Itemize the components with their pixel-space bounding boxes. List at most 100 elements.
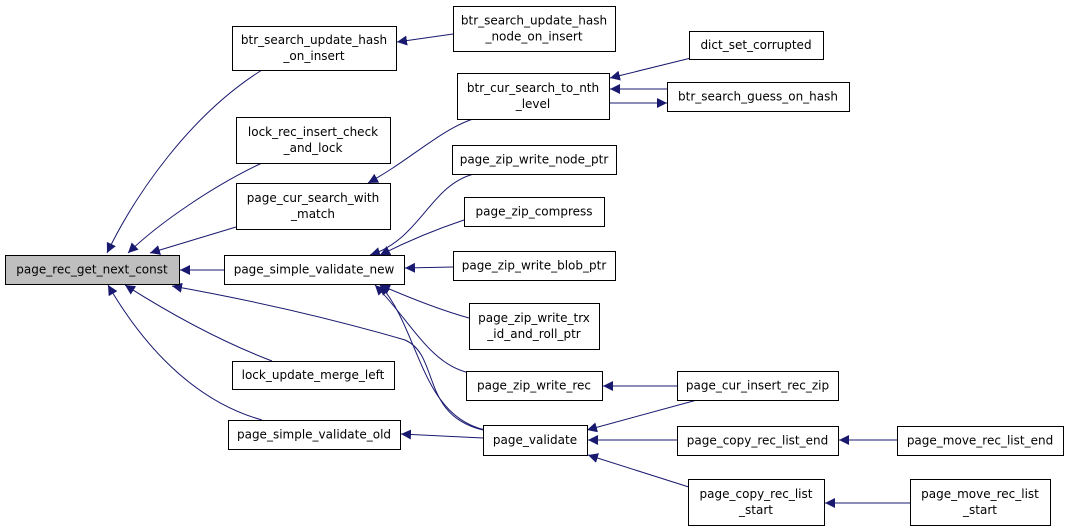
edge-line xyxy=(171,282,484,431)
node-label: btr_cur_search_to_nth xyxy=(467,81,599,95)
node-label: page_validate xyxy=(493,433,577,447)
node-box xyxy=(677,371,839,401)
node-label: page_copy_rec_list_end xyxy=(687,434,829,448)
node-label: _start xyxy=(962,503,997,517)
node-page-move-rec-list-end[interactable]: page_move_rec_list_end xyxy=(897,426,1064,456)
node-page-cur-insert-rec-zip[interactable]: page_cur_insert_rec_zip xyxy=(677,371,839,401)
edge-line xyxy=(149,226,237,255)
node-btr-search-guess-on-hash[interactable]: btr_search_guess_on_hash xyxy=(667,82,850,112)
node-label: page_move_rec_list_end xyxy=(907,434,1053,448)
edge-page_validate-to-root xyxy=(171,282,484,431)
node-box xyxy=(232,26,397,71)
edge-page_zip_write_trx_id_and_roll_ptr-to-page_simple_validate_new xyxy=(379,284,470,319)
node-page-move-rec-list-start[interactable]: page_move_rec_list _start xyxy=(910,479,1051,526)
edge-line xyxy=(127,162,263,254)
node-dict-set-corrupted[interactable]: dict_set_corrupted xyxy=(689,31,824,60)
node-lock-rec-insert-check-and-lock[interactable]: lock_rec_insert_check _and_lock xyxy=(236,117,391,164)
node-page-copy-rec-list-end[interactable]: page_copy_rec_list_end xyxy=(677,426,839,456)
node-label: lock_update_merge_left xyxy=(242,368,385,382)
edge-line xyxy=(404,262,454,273)
node-box xyxy=(236,183,391,230)
node-root[interactable]: page_rec_get_next_const xyxy=(5,255,180,285)
node-page-zip-write-trx-id-and-roll-ptr[interactable]: page_zip_write_trx_id_and_roll_ptr xyxy=(469,303,600,350)
edge-page_zip_compress-to-page_simple_validate_new xyxy=(379,219,465,256)
edge-line xyxy=(367,118,474,184)
node-page-zip-write-rec[interactable]: page_zip_write_rec xyxy=(466,371,603,401)
node-box xyxy=(688,479,825,526)
node-box xyxy=(453,251,616,281)
node-box xyxy=(224,255,405,285)
node-label: _match xyxy=(290,207,335,221)
node-btr-search-update-hash-node-on-insert[interactable]: btr_search_update_hash_node_on_insert xyxy=(453,6,616,52)
node-label: page_zip_compress xyxy=(475,205,592,219)
edge-line xyxy=(609,57,692,81)
node-page-simple-validate-new[interactable]: page_simple_validate_new xyxy=(224,255,405,285)
node-page-copy-rec-list-start[interactable]: page_copy_rec_list _start xyxy=(688,479,825,526)
node-box xyxy=(5,255,180,285)
node-page-zip-write-blob-ptr[interactable]: page_zip_write_blob_ptr xyxy=(453,251,616,281)
edge-page_zip_write_rec-to-page_simple_validate_new xyxy=(374,284,471,374)
node-page-simple-validate-old[interactable]: page_simple_validate_old xyxy=(228,420,401,450)
node-box xyxy=(464,197,605,227)
node-box xyxy=(452,145,617,175)
node-page-zip-compress[interactable]: page_zip_compress xyxy=(464,197,605,227)
node-label: btr_search_guess_on_hash xyxy=(678,90,838,104)
node-box xyxy=(457,73,610,120)
node-box xyxy=(677,426,839,456)
node-label: dict_set_corrupted xyxy=(700,38,811,52)
edge-line xyxy=(107,284,263,421)
node-box xyxy=(689,31,824,60)
edge-page_validate-to-page_simple_validate_new xyxy=(379,284,486,431)
edge-btr_cur_search_to_nth_level-to-page_cur_search_with_match xyxy=(367,118,474,184)
node-label: page_zip_write_blob_ptr xyxy=(462,259,607,273)
node-label: page_move_rec_list xyxy=(921,487,1039,501)
edge-page_cur_insert_rec_zip-to-page_validate xyxy=(586,399,698,433)
edge-page_simple_validate_old-to-root xyxy=(107,284,263,421)
node-label: _id_and_roll_ptr xyxy=(486,327,581,341)
edge-page_cur_search_with_match-to-root xyxy=(149,226,237,255)
edge-lock_rec_insert_check_and_lock-to-root xyxy=(127,162,263,254)
node-box xyxy=(236,117,391,164)
node-btr-search-update-hash-on-insert[interactable]: btr_search_update_hash_on_insert xyxy=(232,26,397,71)
node-box xyxy=(483,425,588,456)
node-label: _and_lock xyxy=(283,141,343,155)
node-label: _start xyxy=(738,503,773,517)
edge-line xyxy=(124,284,273,362)
edge-dict_set_corrupted-to-btr_cur_search_to_nth_level xyxy=(609,57,692,81)
edge-line xyxy=(379,219,465,256)
node-box xyxy=(910,479,1051,526)
edge-line xyxy=(106,69,263,254)
edge-line xyxy=(379,284,486,431)
edge-btr_search_update_hash_on_insert-to-root xyxy=(106,69,263,254)
node-page-cur-search-with-match[interactable]: page_cur_search_with_match xyxy=(236,183,391,230)
edge-line xyxy=(586,399,698,433)
node-box xyxy=(466,371,603,401)
node-label: page_simple_validate_new xyxy=(234,263,395,277)
node-page-zip-write-node-ptr[interactable]: page_zip_write_node_ptr xyxy=(452,145,617,175)
node-label: page_simple_validate_old xyxy=(237,428,391,442)
edge-line xyxy=(400,429,484,440)
node-page-validate[interactable]: page_validate xyxy=(483,425,588,456)
node-label: _on_insert xyxy=(282,49,344,63)
edge-page_copy_rec_list_start-to-page_validate xyxy=(587,453,693,489)
node-label: page_cur_insert_rec_zip xyxy=(686,379,829,393)
node-box xyxy=(469,303,600,350)
node-label: lock_rec_insert_check xyxy=(248,125,378,139)
node-lock-update-merge-left[interactable]: lock_update_merge_left xyxy=(232,361,395,390)
edge-line xyxy=(379,284,470,319)
edge-page_validate-to-page_simple_validate_old xyxy=(400,429,484,440)
edge-page_zip_write_blob_ptr-to-page_simple_validate_new xyxy=(404,262,454,273)
node-box xyxy=(228,420,401,450)
edge-line xyxy=(396,33,454,46)
node-label: page_zip_write_node_ptr xyxy=(460,153,609,167)
node-box xyxy=(897,426,1064,456)
edge-btr_search_update_hash_node_on_insert-to-btr_search_update_hash_on_insert xyxy=(396,33,454,46)
node-label: btr_search_update_hash xyxy=(461,14,607,28)
node-label: _level xyxy=(515,97,551,111)
edge-line xyxy=(374,284,471,374)
node-label: page_rec_get_next_const xyxy=(16,263,168,277)
node-box xyxy=(453,6,616,52)
node-btr-cur-search-to-nth-level[interactable]: btr_cur_search_to_nth _level xyxy=(457,73,610,120)
node-label: page_copy_rec_list xyxy=(700,487,813,501)
